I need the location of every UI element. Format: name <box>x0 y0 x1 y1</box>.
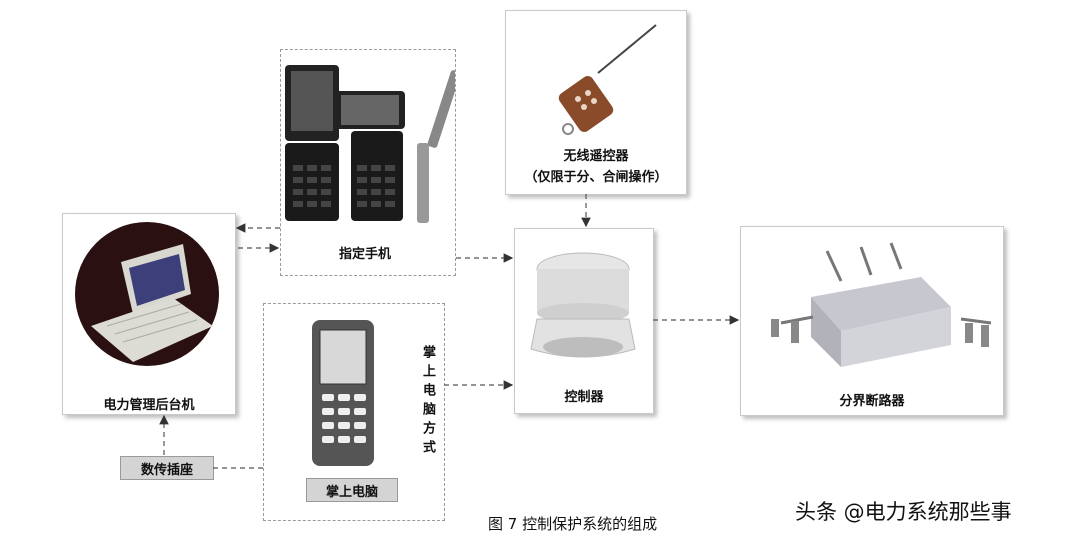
breaker-image <box>771 242 992 367</box>
controller-box: 控制器 <box>514 228 654 414</box>
remote-control-box: 无线遥控器 （仅限于分、合闸操作） <box>505 10 687 195</box>
handheld-group-frame <box>263 303 445 521</box>
remote-control-image <box>558 24 657 135</box>
remote-note: （仅限于分、合闸操作） <box>524 170 668 185</box>
phone-group-frame <box>280 49 456 276</box>
controller-image <box>530 252 636 358</box>
phone-label: 指定手机 <box>338 247 391 262</box>
controller-label: 控制器 <box>564 390 604 405</box>
laptop-label: 电力管理后台机 <box>103 398 195 413</box>
laptop-box: 电力管理后台机 <box>62 213 236 415</box>
breaker-label: 分界断路器 <box>839 394 905 409</box>
breaker-box: 分界断路器 <box>740 226 1004 416</box>
handheld-vertical-label: 掌上电脑方式 <box>420 345 435 459</box>
handheld-image <box>312 320 374 466</box>
handheld-tag: 掌上电脑 <box>306 478 398 502</box>
figure-caption: 图 7 控制保护系统的组成 <box>488 515 658 533</box>
remote-label: 无线遥控器 <box>563 149 629 164</box>
laptop-image <box>75 222 219 366</box>
phones-image <box>285 65 455 223</box>
watermark: 头条 @电力系统那些事 <box>795 500 1012 524</box>
